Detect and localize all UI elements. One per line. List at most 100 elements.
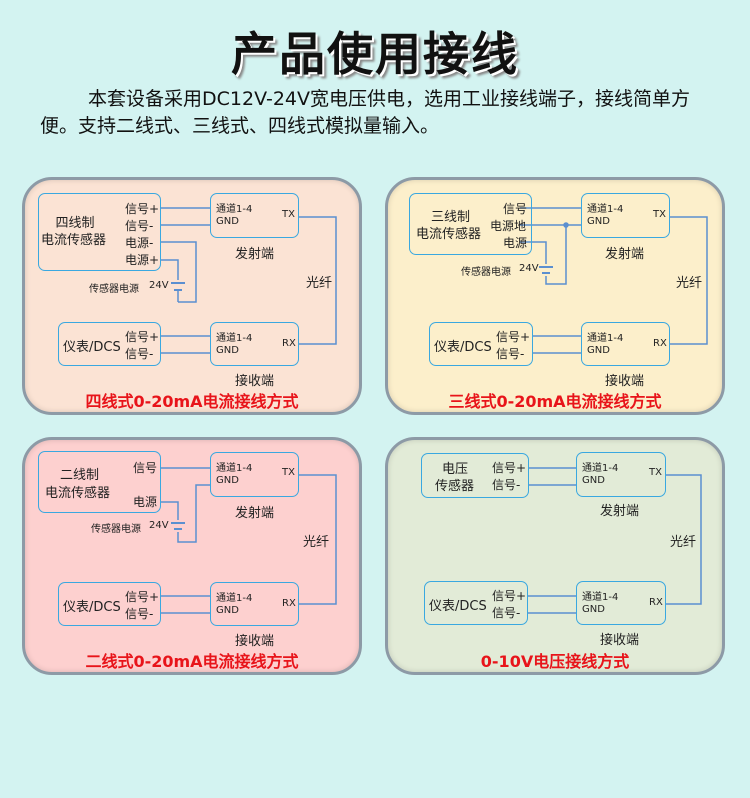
- wiring-lines: [161, 207, 337, 354]
- voltage-label: 24V: [149, 280, 169, 291]
- sensor-box: [38, 451, 161, 513]
- terminal-label: 信号-: [496, 347, 525, 361]
- terminal-label: 信号: [503, 202, 528, 216]
- gnd-label: GND: [587, 345, 610, 356]
- meter-label: 仪表/DCS: [63, 600, 121, 615]
- channel-label: 通道1-4: [216, 204, 253, 215]
- terminal-label: 信号-: [125, 607, 154, 621]
- channel-label: 通道1-4: [216, 593, 253, 604]
- fiber-label: 光纤: [306, 276, 333, 291]
- terminal-label: 电源: [503, 236, 528, 250]
- transmitter-box: [210, 452, 299, 497]
- receiver-box: [210, 322, 299, 366]
- meter-label: 仪表/DCS: [63, 340, 121, 355]
- diagram-caption: 二线式0-20mA电流接线方式: [85, 652, 299, 671]
- terminal-label: 信号-: [125, 347, 154, 361]
- diagram-caption: 三线式0-20mA电流接线方式: [448, 392, 662, 411]
- wiring-lines: [520, 207, 708, 354]
- gnd-label: GND: [216, 475, 239, 486]
- gnd-label: GND: [582, 604, 605, 615]
- transmitter-label: 发射端: [235, 247, 275, 262]
- transmitter-box: [581, 193, 670, 238]
- voltage-label: 24V: [519, 263, 539, 274]
- four-wire-diagram: 四线制 电流传感器 信号+ 信号- 电源- 电源+ 传感器电源 24V 通道1-…: [22, 177, 362, 415]
- rx-label: RX: [282, 338, 296, 349]
- rx-label: RX: [282, 598, 296, 609]
- terminal-label: 电源-: [125, 236, 154, 250]
- receiver-box: [210, 582, 299, 626]
- tx-label: TX: [653, 209, 666, 220]
- receiver-label: 接收端: [605, 374, 645, 389]
- receiver-box: [581, 322, 670, 366]
- gnd-label: GND: [587, 216, 610, 227]
- fiber-label: 光纤: [303, 535, 330, 550]
- wiring-lines: [528, 467, 702, 614]
- transmitter-label: 发射端: [605, 247, 645, 262]
- receiver-label: 接收端: [235, 374, 275, 389]
- receiver-label: 接收端: [235, 634, 275, 649]
- terminal-label: 信号+: [492, 461, 527, 475]
- sensor-label: 二线制: [60, 468, 100, 483]
- gnd-label: GND: [216, 216, 239, 227]
- wiring-lines: [161, 467, 337, 614]
- rx-label: RX: [653, 338, 667, 349]
- sensor-label: 电流传感器: [416, 227, 482, 242]
- transmitter-label: 发射端: [235, 506, 275, 521]
- tx-label: TX: [282, 209, 295, 220]
- rx-label: RX: [649, 597, 663, 608]
- voltage-label: 24V: [149, 520, 169, 531]
- meter-box: [429, 322, 533, 366]
- sensor-label: 电压: [442, 462, 469, 477]
- sensor-box: [409, 193, 532, 255]
- terminal-label: 信号+: [125, 590, 160, 604]
- terminal-label: 电源地: [490, 219, 527, 233]
- terminal-label: 信号-: [492, 478, 521, 492]
- supply-label: 传感器电源: [89, 284, 139, 295]
- transmitter-box: [576, 452, 666, 497]
- supply-label: 传感器电源: [91, 524, 141, 535]
- sensor-label: 传感器: [435, 479, 475, 494]
- transmitter-box: [210, 193, 299, 238]
- terminal-label: 信号+: [492, 589, 527, 603]
- meter-box: [424, 581, 528, 625]
- terminal-label: 信号+: [125, 202, 160, 216]
- diagram-caption: 0-10V电压接线方式: [480, 652, 630, 671]
- voltage-diagram: 电压 传感器 信号+ 信号- 通道1-4 GND TX 发射端 光纤 仪表/DC…: [385, 437, 725, 675]
- meter-label: 仪表/DCS: [429, 599, 487, 614]
- channel-label: 通道1-4: [216, 463, 253, 474]
- sensor-box: [421, 453, 529, 498]
- receiver-box: [576, 581, 666, 625]
- tx-label: TX: [282, 467, 295, 478]
- gnd-label: GND: [582, 475, 605, 486]
- terminal-label: 信号-: [125, 219, 154, 233]
- fiber-label: 光纤: [670, 535, 697, 550]
- gnd-label: GND: [216, 605, 239, 616]
- fiber-label: 光纤: [676, 276, 703, 291]
- terminal-label: 信号+: [496, 330, 531, 344]
- meter-label: 仪表/DCS: [434, 340, 492, 355]
- sensor-label: 三线制: [431, 210, 471, 225]
- channel-label: 通道1-4: [587, 333, 624, 344]
- terminal-label: 信号: [133, 461, 158, 475]
- terminal-label: 电源: [133, 495, 158, 509]
- transmitter-label: 发射端: [600, 504, 640, 519]
- sensor-box: [38, 193, 161, 271]
- channel-label: 通道1-4: [587, 204, 624, 215]
- receiver-label: 接收端: [600, 633, 640, 648]
- tx-label: TX: [649, 467, 662, 478]
- supply-label: 传感器电源: [461, 267, 511, 278]
- three-wire-diagram: 三线制 电流传感器 信号 电源地 电源 传感器电源 24V 通道1-4 GND …: [385, 177, 725, 415]
- gnd-label: GND: [216, 345, 239, 356]
- terminal-label: 信号+: [125, 330, 160, 344]
- intro-text: 本套设备采用DC12V-24V宽电压供电，选用工业接线端子，接线简单方便。支持二…: [40, 88, 690, 137]
- channel-label: 通道1-4: [582, 592, 619, 603]
- terminal-label: 电源+: [125, 253, 160, 267]
- diagram-caption: 四线式0-20mA电流接线方式: [85, 392, 299, 411]
- meter-box: [58, 582, 161, 626]
- page-title: 产品使用接线: [231, 27, 519, 81]
- sensor-label: 电流传感器: [45, 486, 111, 501]
- two-wire-diagram: 二线制 电流传感器 信号 电源 传感器电源 24V 通道1-4 GND TX 发…: [22, 437, 362, 675]
- channel-label: 通道1-4: [582, 463, 619, 474]
- terminal-label: 信号-: [492, 606, 521, 620]
- sensor-label: 四线制: [55, 216, 95, 231]
